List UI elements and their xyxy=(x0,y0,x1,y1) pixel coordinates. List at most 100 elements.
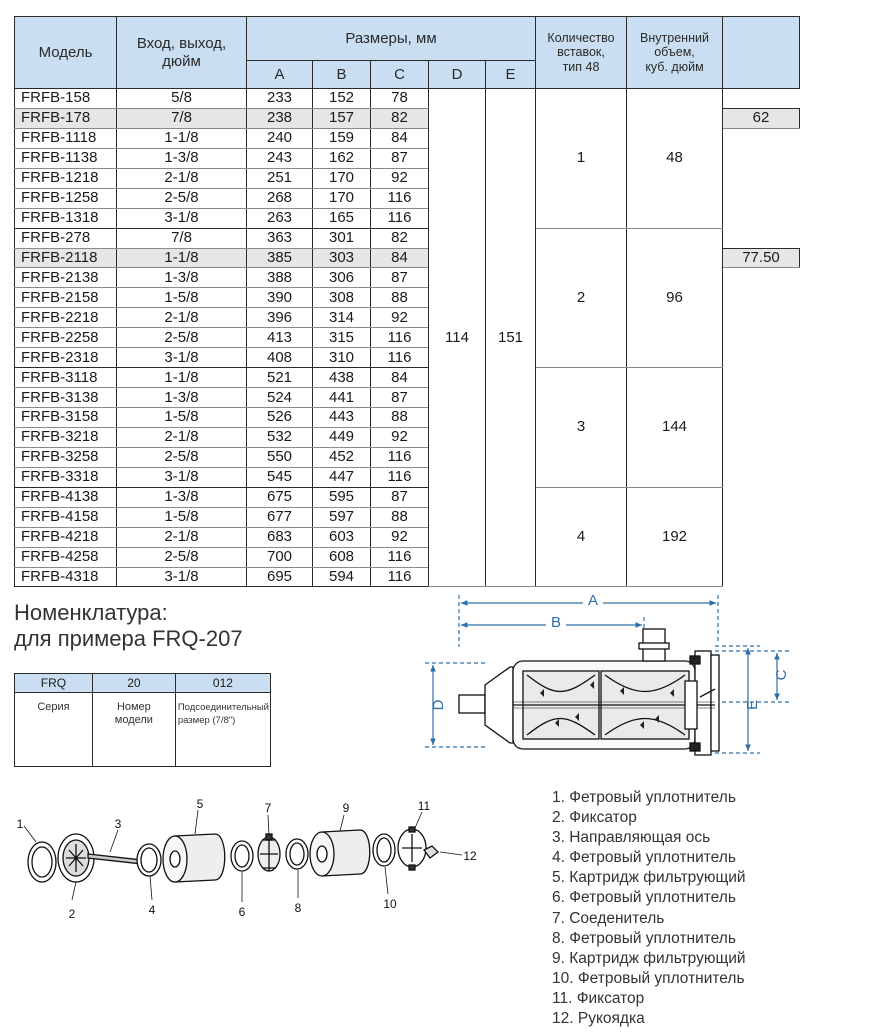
cell-a: 550 xyxy=(246,447,313,468)
cell-c: 92 xyxy=(370,527,429,548)
cell-a: 390 xyxy=(246,287,313,309)
cell-a: 526 xyxy=(246,407,313,428)
cell-a: 268 xyxy=(246,188,313,209)
cell-c: 82 xyxy=(370,108,429,129)
cell-model: FRFB-2118 xyxy=(14,248,117,269)
part-number-6: 6 xyxy=(239,905,246,919)
cell-model: FRFB-3218 xyxy=(14,427,117,448)
part-5-filter-cartridge xyxy=(162,833,226,883)
cell-c: 82 xyxy=(370,228,429,249)
part-12-handle xyxy=(423,845,439,859)
cell-insert-count: 2 xyxy=(535,227,627,369)
cell-model: FRFB-3258 xyxy=(14,447,117,468)
cell-inout: 2-1/8 xyxy=(116,427,247,448)
cell-a: 683 xyxy=(246,527,313,548)
cell-a: 695 xyxy=(246,567,313,588)
filter-body-drawing xyxy=(458,628,720,756)
nom-header-size: 012 xyxy=(174,673,272,693)
cell-c: 92 xyxy=(370,168,429,189)
header-b: B xyxy=(312,60,371,89)
part-number-1: 1 xyxy=(17,817,24,831)
cell-b: 308 xyxy=(312,287,371,309)
cell-inout: 1-1/8 xyxy=(116,367,247,389)
cell-extra-empty xyxy=(722,168,800,189)
cell-inout: 2-5/8 xyxy=(116,188,247,209)
cell-extra-empty xyxy=(722,507,800,528)
cell-model: FRFB-278 xyxy=(14,228,117,249)
cell-a: 240 xyxy=(246,128,313,149)
cell-extra-empty xyxy=(722,267,800,288)
cell-c: 84 xyxy=(370,367,429,389)
part-number-9: 9 xyxy=(343,801,350,815)
cell-internal-volume: 144 xyxy=(626,367,723,488)
dim-label-a: A xyxy=(588,592,598,609)
cell-b: 310 xyxy=(312,347,371,369)
cell-extra-empty xyxy=(722,307,800,328)
cell-a: 677 xyxy=(246,507,313,528)
cell-inout: 2-5/8 xyxy=(116,447,247,468)
cell-inout: 2-5/8 xyxy=(116,327,247,349)
cell-c: 116 xyxy=(370,208,429,229)
exploded-parts-drawing: 1 2 3 4 5 6 7 8 9 10 11 12 xyxy=(17,797,477,921)
cell-a: 233 xyxy=(246,88,313,109)
cell-c: 116 xyxy=(370,547,429,568)
cell-model: FRFB-178 xyxy=(14,108,117,129)
cell-inout: 1-3/8 xyxy=(116,267,247,289)
cell-model: FRFB-1218 xyxy=(14,168,117,189)
cell-extra-empty xyxy=(722,347,800,368)
cell-extra-empty xyxy=(722,88,800,109)
cell-b: 157 xyxy=(312,108,371,129)
cell-a: 363 xyxy=(246,228,313,249)
legend-item: 7. Соеденитель xyxy=(552,909,665,927)
cell-extra-empty xyxy=(722,427,800,448)
cell-b: 449 xyxy=(312,427,371,448)
legend-item: 2. Фиксатор xyxy=(552,809,637,827)
cell-model: FRFB-4318 xyxy=(14,567,117,588)
nom-header-model: 20 xyxy=(91,673,176,693)
cell-c: 92 xyxy=(370,307,429,329)
nomenclature-title: Номенклатура: для примера FRQ-207 xyxy=(14,600,243,651)
cell-model: FRFB-4258 xyxy=(14,547,117,568)
cell-model: FRFB-1118 xyxy=(14,128,117,149)
part-number-10: 10 xyxy=(383,897,397,911)
cell-extra-empty xyxy=(722,407,800,428)
cell-a: 388 xyxy=(246,267,313,289)
cell-c: 88 xyxy=(370,407,429,428)
cell-c: 87 xyxy=(370,148,429,169)
cell-extra-value: 77.50 xyxy=(722,247,800,269)
cell-b: 597 xyxy=(312,507,371,528)
cell-inout: 1-5/8 xyxy=(116,507,247,528)
cell-model: FRFB-1318 xyxy=(14,208,117,229)
cell-extra-empty xyxy=(722,387,800,408)
cell-inout: 3-1/8 xyxy=(116,347,247,369)
cell-model: FRFB-158 xyxy=(14,88,117,109)
cell-model: FRFB-3138 xyxy=(14,387,117,408)
cell-extra-empty xyxy=(722,467,800,488)
cell-a: 238 xyxy=(246,108,313,129)
header-model: Модель xyxy=(14,16,117,89)
cell-a: 524 xyxy=(246,387,313,408)
cell-model: FRFB-1138 xyxy=(14,148,117,169)
cell-insert-count: 3 xyxy=(535,367,627,488)
dim-label-c: C xyxy=(773,669,790,680)
cell-b: 165 xyxy=(312,208,371,229)
cell-extra-empty xyxy=(722,527,800,548)
part-number-8: 8 xyxy=(295,901,302,915)
cell-c: 116 xyxy=(370,327,429,349)
cell-b: 301 xyxy=(312,228,371,249)
cell-model: FRFB-3118 xyxy=(14,367,117,389)
cell-b: 603 xyxy=(312,527,371,548)
cell-extra-empty xyxy=(722,228,800,248)
cell-model: FRFB-2138 xyxy=(14,267,117,289)
cell-model: FRFB-4138 xyxy=(14,487,117,508)
